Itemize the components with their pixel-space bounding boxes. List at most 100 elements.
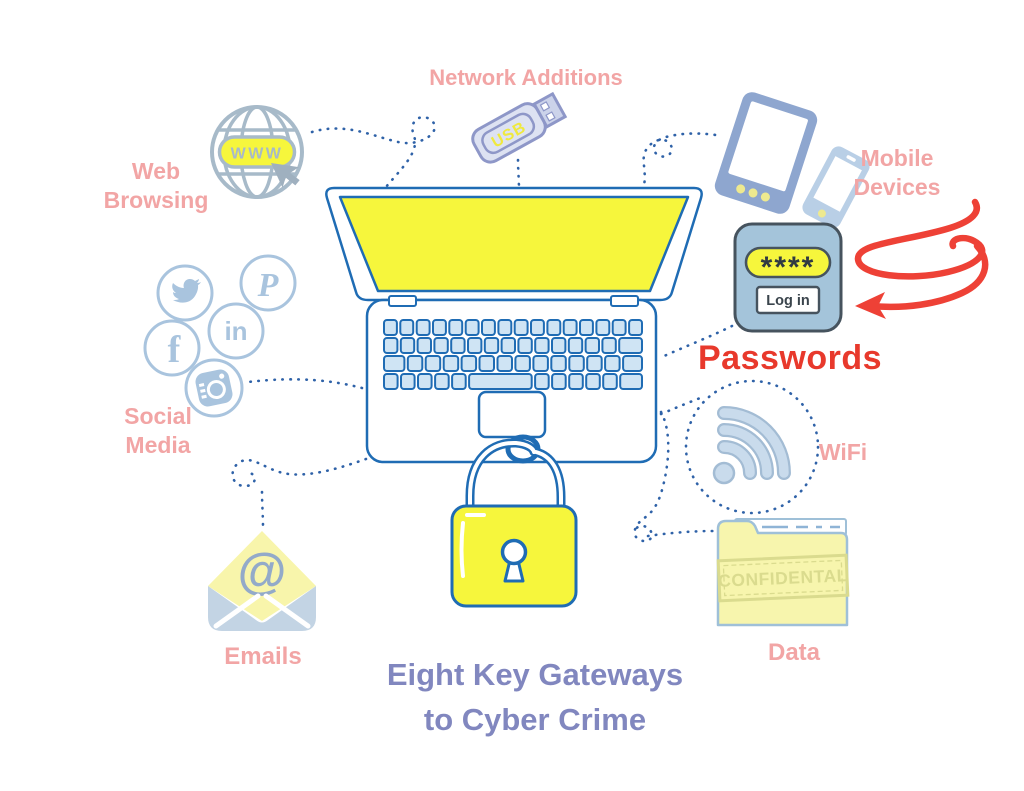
keyboard-key <box>383 337 399 354</box>
keyboard-key <box>500 337 517 354</box>
label-emails: Emails <box>224 643 302 670</box>
wifi-dotted-ring <box>684 379 820 515</box>
keyboard-key <box>400 373 416 390</box>
laptop-touchpad <box>477 390 547 439</box>
keyboard-key <box>481 319 496 336</box>
linkedin-icon: in <box>207 302 265 360</box>
globe-icon: WWW <box>210 105 304 199</box>
pinterest-glyph: P <box>257 267 279 304</box>
keyboard-key <box>383 373 399 390</box>
pinterest-icon: P <box>239 254 297 312</box>
tablet-icon <box>714 92 818 214</box>
keyboard-key <box>550 355 567 372</box>
password-panel: **** Log in <box>733 222 843 333</box>
keyboard-key <box>442 355 460 372</box>
keyboard-key <box>534 373 550 390</box>
keyboard-key <box>468 373 533 390</box>
keyboard-key <box>595 319 611 336</box>
keyboard-key <box>483 337 500 354</box>
laptop-keyboard <box>383 319 644 390</box>
keyhole <box>500 538 528 566</box>
facebook-glyph: f <box>168 329 182 371</box>
keyboard-key <box>568 373 584 390</box>
keyboard-key <box>416 337 433 354</box>
keyboard-key <box>448 319 464 336</box>
keyboard-key <box>585 373 601 390</box>
keyboard-key <box>604 355 621 372</box>
laptop-screen <box>338 195 690 293</box>
keyboard-key <box>584 337 600 354</box>
login-button <box>755 285 821 315</box>
keyboard-key <box>424 355 442 372</box>
label-data: Data <box>767 639 821 666</box>
linkedin-glyph: in <box>224 316 247 346</box>
keyboard-key <box>611 319 627 336</box>
page-title: Eight Key Gateways to Cyber Crime <box>386 657 684 737</box>
keyboard-key <box>406 355 424 372</box>
keyboard-key <box>497 319 513 336</box>
facebook-icon: f <box>143 319 201 377</box>
keyboard-key <box>399 337 416 354</box>
keyboard-key <box>601 337 617 354</box>
connector-laptop-wifi <box>659 395 705 416</box>
at-symbol: @ <box>238 543 287 599</box>
keyboard-key <box>464 319 480 336</box>
keyboard-key <box>551 373 567 390</box>
keyboard-key <box>602 373 618 390</box>
padlock-icon <box>450 434 578 608</box>
keyboard-key <box>478 355 495 372</box>
keyboard-key <box>415 319 431 336</box>
www-badge <box>217 135 297 169</box>
keyboard-key <box>399 319 415 336</box>
keyboard-key <box>546 319 562 336</box>
keyboard-key <box>383 319 398 336</box>
keyboard-key <box>383 355 406 372</box>
connector-usb-laptop <box>516 158 521 192</box>
wifi-icon <box>712 406 791 485</box>
keyboard-key <box>467 337 483 354</box>
keyboard-key <box>532 355 549 372</box>
keyboard-key <box>496 355 513 372</box>
keyboard-key <box>567 337 584 354</box>
phone-icon <box>802 146 870 228</box>
keyboard-key <box>530 319 545 336</box>
keyboard-key <box>433 337 449 354</box>
connector-tablet-laptop <box>641 132 724 192</box>
keyboard-key <box>514 355 531 372</box>
keyboard-key <box>579 319 594 336</box>
keyboard-key <box>628 319 643 336</box>
www-badge-text: WWW <box>231 146 284 163</box>
connector-laptop-email <box>231 457 368 529</box>
keyboard-key <box>622 355 643 372</box>
keyboard-key <box>618 337 644 354</box>
keyboard-key <box>450 337 466 354</box>
password-field <box>744 246 832 279</box>
twitter-icon <box>156 264 214 322</box>
mobile-devices-icon <box>714 92 870 228</box>
laptop-icon <box>325 186 703 464</box>
swirl-arrow-icon <box>854 198 989 319</box>
label-passwords: Passwords <box>697 339 883 377</box>
connector-globe-laptop <box>310 115 436 189</box>
keyboard-key <box>517 337 533 354</box>
label-mobile-devices: Mobile Devices <box>853 145 941 200</box>
cursor-icon <box>271 163 300 188</box>
keyboard-key <box>568 355 585 372</box>
connector-laptop-folder <box>633 410 716 543</box>
keyboard-key <box>451 373 467 390</box>
instagram-icon <box>184 358 244 418</box>
keyboard-key <box>534 337 550 354</box>
confidential-stamp: CONFIDENTAL <box>716 553 850 603</box>
keyboard-key <box>551 337 567 354</box>
connector-password-laptop <box>660 324 734 359</box>
keyboard-key <box>432 319 447 336</box>
label-network-additions: Network Additions <box>429 65 623 90</box>
keyboard-key <box>562 319 578 336</box>
keyboard-key <box>417 373 433 390</box>
keyboard-key <box>434 373 450 390</box>
label-wifi: WiFi <box>818 439 868 465</box>
data-folder-icon: CONFIDENTAL <box>716 518 850 627</box>
label-social-media: Social Media <box>124 403 192 458</box>
